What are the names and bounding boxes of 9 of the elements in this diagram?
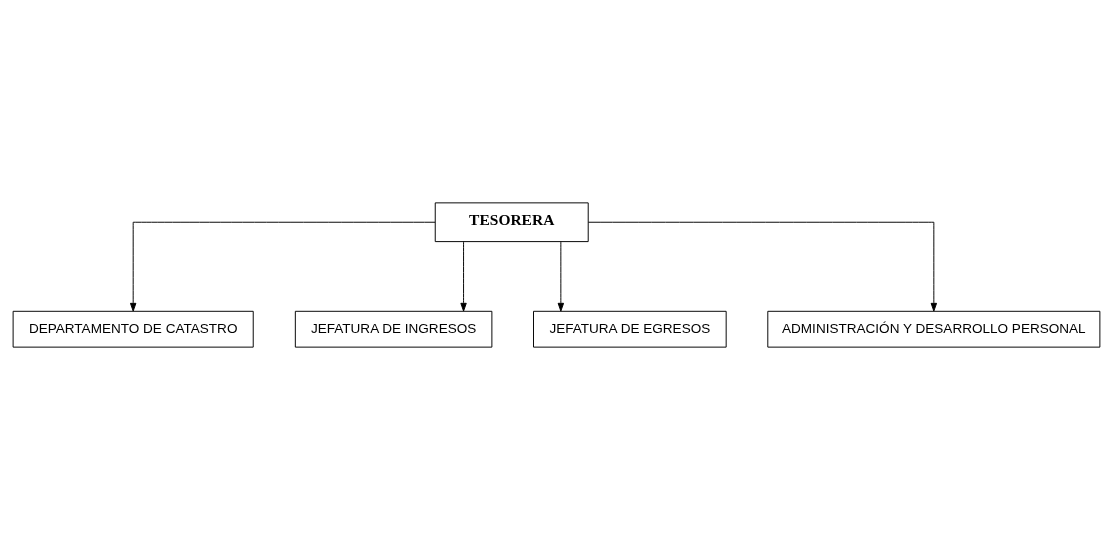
node-box: JEFATURA DE EGRESOS xyxy=(533,310,727,348)
node-box: ADMINISTRACIÓN Y DESARROLLO PERSONAL xyxy=(767,310,1101,348)
arrow xyxy=(460,240,467,312)
node-box: JEFATURA DE INGRESOS xyxy=(294,310,493,348)
arrow xyxy=(129,221,436,312)
node-box: TESORERA xyxy=(434,201,589,242)
arrow xyxy=(557,240,565,312)
node-box: DEPARTAMENTO DE CATASTRO xyxy=(12,310,254,348)
arrow xyxy=(587,221,938,312)
